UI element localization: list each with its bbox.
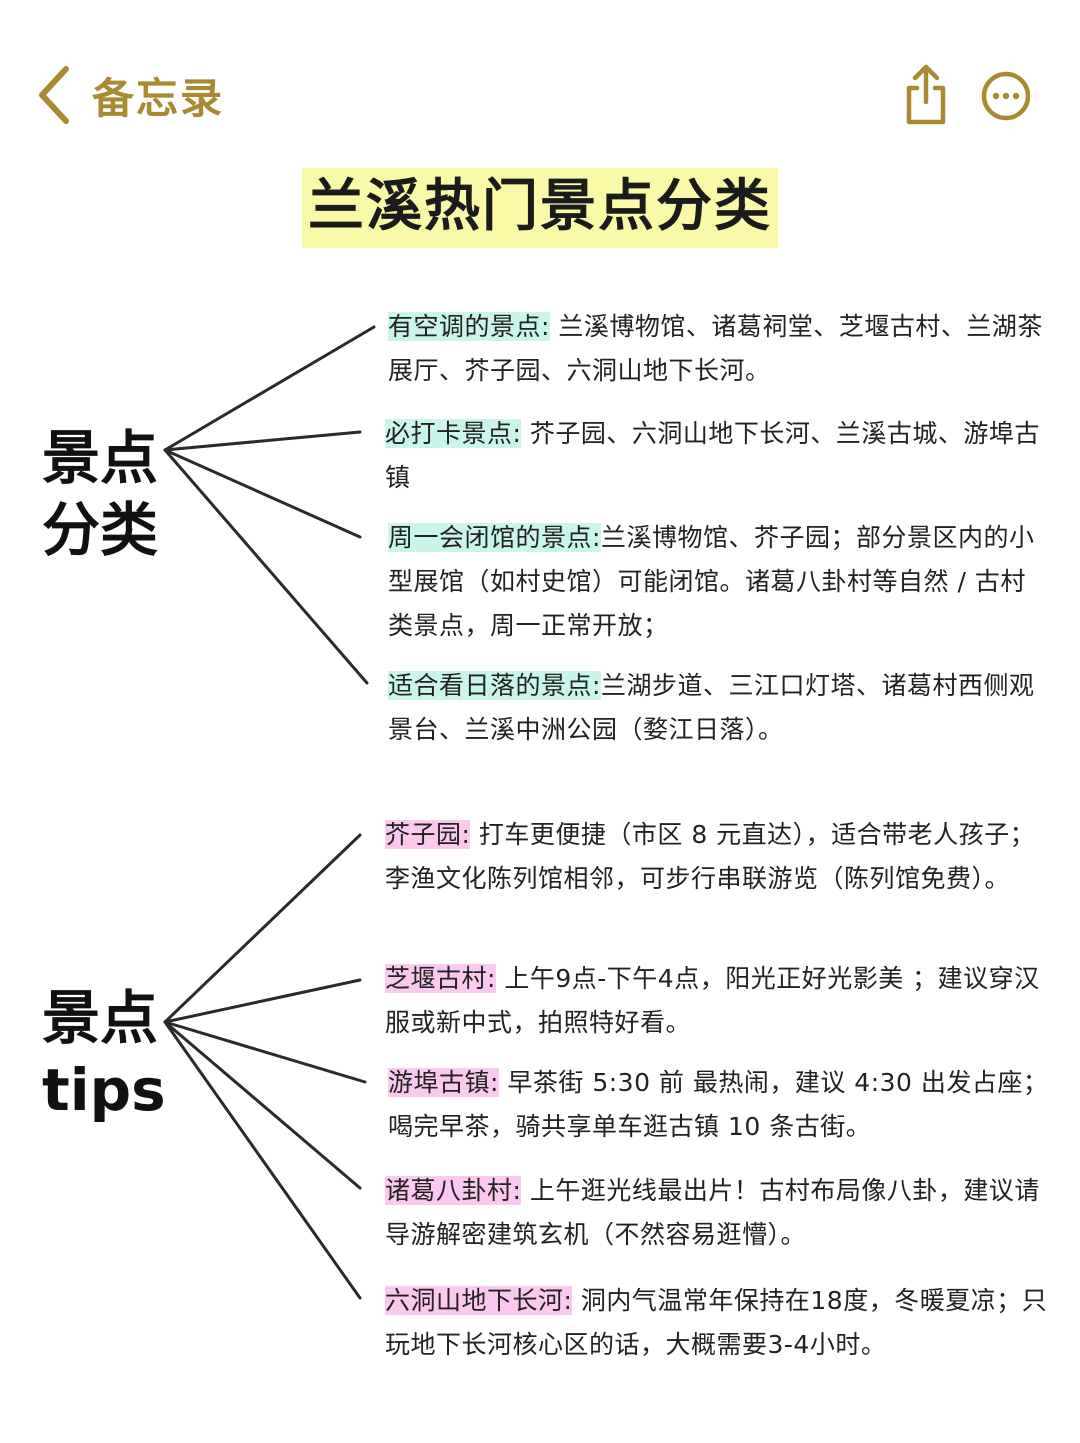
item-key: 六洞山地下长河: (385, 1286, 573, 1315)
top-nav-bar: 备忘录 (0, 0, 1080, 190)
item-key: 芝堰古村: (385, 964, 496, 993)
group-label-line: tips (42, 1056, 166, 1124)
list-item-zhuge-village: 诸葛八卦村: 上午逛光线最出片！古村布局像八卦，建议请导游解密建筑玄机（不然容易… (385, 1169, 1065, 1257)
item-key: 芥子园: (385, 820, 471, 849)
list-item-air-conditioned: 有空调的景点: 兰溪博物馆、诸葛祠堂、芝堰古村、兰湖茶展厅、芥子园、六洞山地下长… (388, 305, 1048, 393)
list-item-zhiyan-village: 芝堰古村: 上午9点-下午4点，阳光正好光影美 ；建议穿汉服或新中式，拍照特好看… (385, 957, 1065, 1045)
more-options-button[interactable] (980, 70, 1032, 122)
group-label-line: 景点 (42, 424, 159, 492)
group-label-tips: 景点 tips (42, 982, 166, 1126)
connector-line (163, 448, 362, 539)
item-key: 有空调的景点: (388, 312, 550, 341)
page-title: 兰溪热门景点分类 (302, 168, 778, 248)
connector-line (163, 325, 376, 452)
group-label-line: 分类 (42, 496, 159, 564)
item-text: 兰溪博物馆、芥子园；部分景区内的小型展馆（如村史馆）可能闭馆。诸葛八卦村等自然 … (388, 523, 1035, 640)
item-key: 适合看日落的景点: (388, 671, 601, 700)
item-text: 上午逛光线最出片！古村布局像八卦，建议请导游解密建筑玄机（不然容易逛懵）。 (385, 1176, 1040, 1249)
item-key: 游埠古镇: (388, 1068, 499, 1097)
more-icon (980, 71, 1032, 126)
item-text: 早茶街 5:30 前 最热闹，建议 4:30 出发占座；喝完早茶，骑共享单车逛古… (388, 1068, 1049, 1141)
chevron-left-icon (36, 65, 70, 125)
list-item-liudong-river: 六洞山地下长河: 洞内气温常年保持在18度，冬暖夏凉；只玩地下长河核心区的话，大… (385, 1279, 1065, 1367)
group-label-categories: 景点 分类 (42, 422, 158, 566)
back-label: 备忘录 (92, 73, 225, 123)
share-icon (900, 64, 952, 132)
connector-line (163, 1020, 362, 1190)
connector-line (163, 978, 362, 1024)
connector-line (163, 448, 369, 685)
item-text: 打车更便捷（市区 8 元直达），适合带老人孩子；李渔文化陈列馆相邻，可步行串联游… (385, 820, 1036, 893)
list-item-sunset: 适合看日落的景点:兰湖步道、三江口灯塔、诸葛村西侧观景台、兰溪中洲公园（婺江日落… (388, 664, 1050, 752)
share-button[interactable] (900, 62, 952, 128)
item-text: 芥子园、六洞山地下长河、兰溪古城、游埠古镇 (385, 419, 1040, 492)
item-key: 诸葛八卦村: (385, 1176, 522, 1205)
list-item-must-visit: 必打卡景点: 芥子园、六洞山地下长河、兰溪古城、游埠古镇 (385, 412, 1049, 500)
title-container: 兰溪热门景点分类 (0, 168, 1080, 248)
list-item-jiezi-garden: 芥子园: 打车更便捷（市区 8 元直达），适合带老人孩子；李渔文化陈列馆相邻，可… (385, 813, 1050, 901)
item-text: 洞内气温常年保持在18度，冬暖夏凉；只玩地下长河核心区的话，大概需要3-4小时。 (385, 1286, 1048, 1359)
connector-line (163, 430, 362, 452)
list-item-closed-monday: 周一会闭馆的景点:兰溪博物馆、芥子园；部分景区内的小型展馆（如村史馆）可能闭馆。… (388, 516, 1050, 648)
connector-line (163, 833, 362, 1024)
item-key: 周一会闭馆的景点: (388, 523, 601, 552)
item-text: 兰湖步道、三江口灯塔、诸葛村西侧观景台、兰溪中洲公园（婺江日落）。 (388, 671, 1035, 744)
connector-line (163, 1020, 367, 1084)
item-text: 兰溪博物馆、诸葛祠堂、芝堰古村、兰湖茶展厅、芥子园、六洞山地下长河。 (388, 312, 1043, 385)
back-button[interactable]: 备忘录 (36, 62, 224, 128)
item-text: 上午9点-下午4点，阳光正好光影美 ；建议穿汉服或新中式，拍照特好看。 (385, 964, 1040, 1037)
list-item-youbu-town: 游埠古镇: 早茶街 5:30 前 最热闹，建议 4:30 出发占座；喝完早茶，骑… (388, 1061, 1060, 1149)
connector-line (163, 1020, 362, 1300)
group-label-line: 景点 (42, 984, 159, 1052)
item-key: 必打卡景点: (385, 419, 522, 448)
